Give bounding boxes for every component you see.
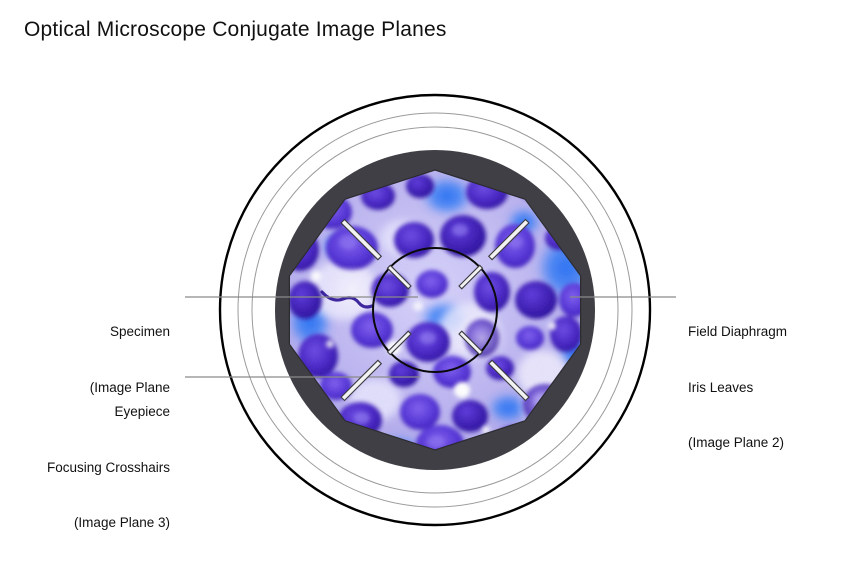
label-specimen-line1: Specimen xyxy=(109,324,170,339)
crosshair-needle-outer-nw xyxy=(340,218,383,261)
label-field-line1: Field Diaphragm xyxy=(688,324,788,339)
label-eyepiece-line3: (Image Plane 3) xyxy=(73,515,170,530)
label-eyepiece-line1: Eyepiece xyxy=(114,404,170,419)
label-eyepiece-focusing-crosshairs: Eyepiece Focusing Crosshairs (Image Plan… xyxy=(47,366,170,570)
label-specimen: Specimen (Image Plane xyxy=(90,286,170,434)
crosshair-needle-outer-sw xyxy=(340,359,383,402)
crosshair-circle xyxy=(372,247,498,373)
label-field-line3: (Image Plane 2) xyxy=(688,435,785,450)
crosshair-needle-inner-sw xyxy=(386,330,412,356)
crosshair-needle-outer-ne xyxy=(487,218,530,261)
crosshair-needle-inner-nw xyxy=(386,264,412,290)
page-title: Optical Microscope Conjugate Image Plane… xyxy=(24,18,447,41)
crosshair-needle-inner-ne xyxy=(458,264,484,290)
label-eyepiece-line2: Focusing Crosshairs xyxy=(46,459,170,475)
leader-lines xyxy=(185,296,676,378)
crosshair-needle-inner-se xyxy=(458,330,484,356)
crosshair-needle-outer-se xyxy=(487,359,530,402)
label-field-line2: Iris Leaves xyxy=(688,379,754,395)
label-specimen-line2: (Image Plane xyxy=(89,379,170,395)
field-diaphragm-iris-leaves xyxy=(288,169,582,451)
eyepiece-focusing-crosshairs xyxy=(340,218,530,402)
label-field-diaphragm-iris-leaves: Field Diaphragm Iris Leaves (Image Plane… xyxy=(688,286,787,490)
